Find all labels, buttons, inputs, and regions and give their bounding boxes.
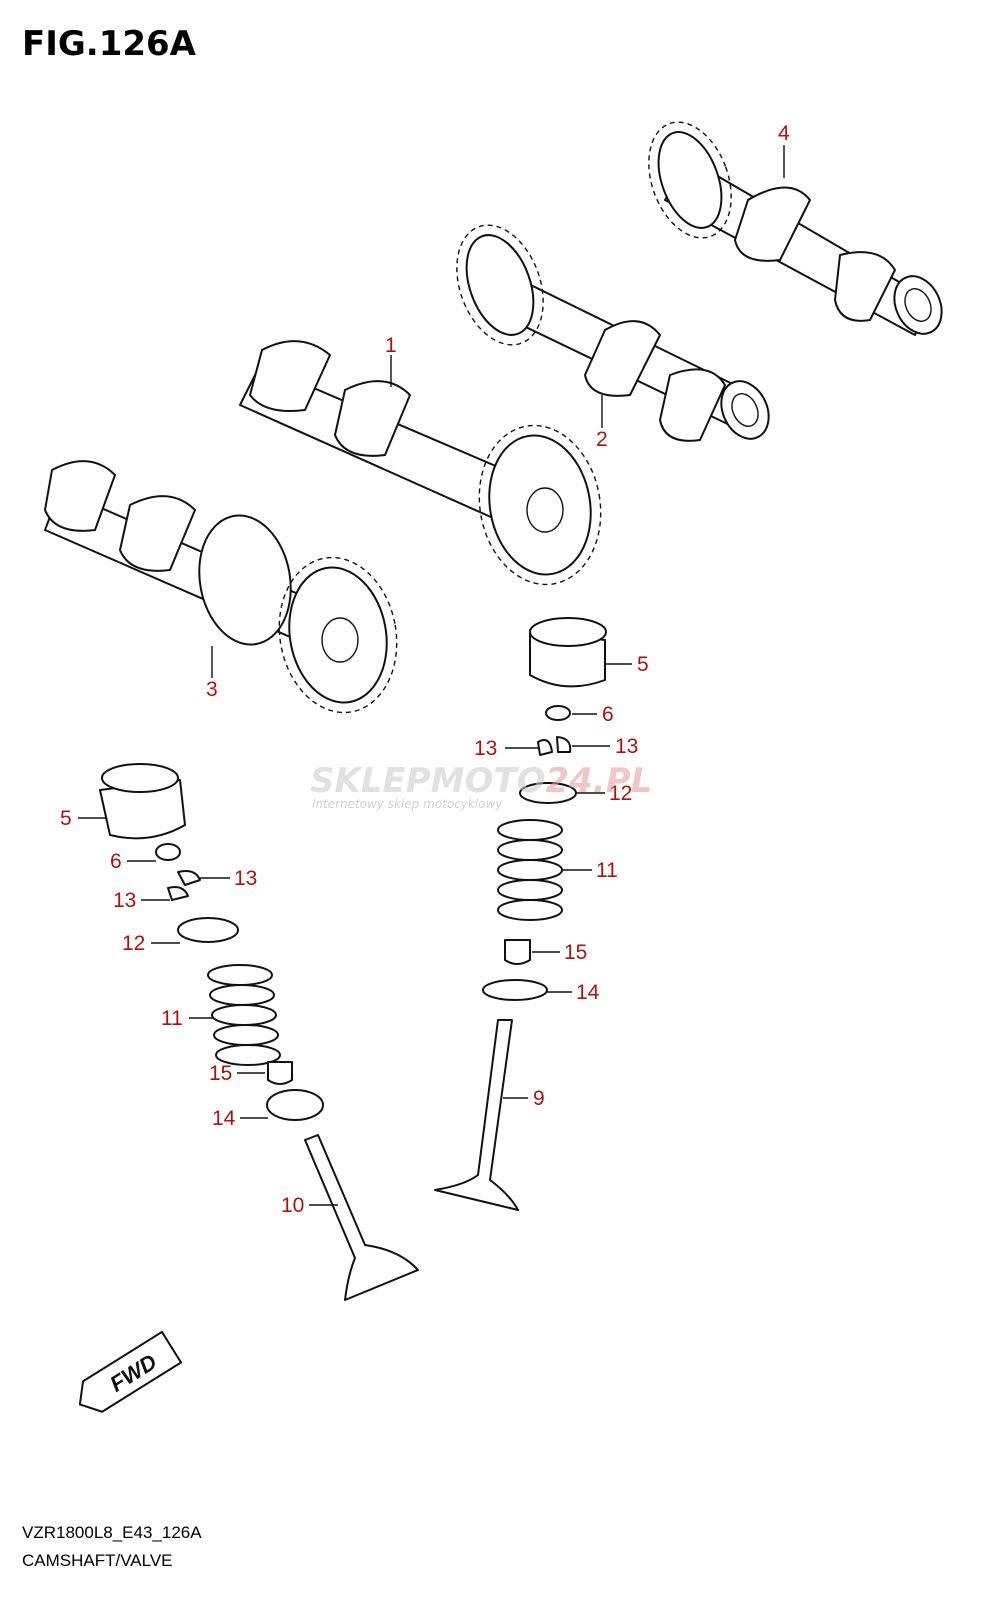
cotters-left[interactable] <box>167 870 201 901</box>
callout-intake-valve: 9 <box>533 1087 545 1110</box>
callout-camshaft-1: 1 <box>385 334 397 357</box>
callout-camshaft-4: 4 <box>778 122 790 145</box>
spring-left[interactable] <box>207 964 281 1066</box>
spring-seat-left[interactable] <box>266 1089 324 1121</box>
leader-lines <box>78 145 785 1206</box>
callout-tappet-right: 5 <box>637 653 649 676</box>
callout-tappet-left: 5 <box>60 807 72 830</box>
camshaft-1[interactable] <box>239 340 613 594</box>
watermark-tagline: internetowy sklep motocyklowy <box>312 797 503 811</box>
callout-camshaft-3: 3 <box>206 678 218 701</box>
callout-stem-seal-left: 15 <box>209 1062 232 1085</box>
callout-cotter-left-a: 13 <box>234 867 257 890</box>
callout-cotter-right-b: 13 <box>615 735 638 758</box>
stem-seal-right[interactable] <box>504 939 531 965</box>
tappet-left[interactable] <box>99 763 186 840</box>
tappet-right[interactable] <box>529 617 607 688</box>
watermark: SKLEPMOTO24.PL internetowy sklep motocyk… <box>310 761 652 811</box>
callout-retainer-right: 12 <box>609 782 632 805</box>
camshaft-4[interactable] <box>634 111 951 342</box>
callout-spring-seat-left: 14 <box>212 1107 236 1130</box>
cotters-right[interactable] <box>537 736 572 756</box>
callout-camshaft-2: 2 <box>596 428 608 451</box>
model-code: VZR1800L8_E43_126A <box>22 1523 202 1542</box>
callout-retainer-left: 12 <box>122 932 145 955</box>
watermark-brand-left: SKLEPMOTO <box>310 761 545 801</box>
shim-right[interactable] <box>545 705 571 721</box>
callout-shim-left: 6 <box>110 850 122 873</box>
callout-spring-left: 11 <box>161 1007 183 1030</box>
retainer-left[interactable] <box>177 917 239 943</box>
svg-text:SKLEPMOTO24.PL: SKLEPMOTO24.PL <box>310 761 652 801</box>
figure-title: FIG.126A <box>22 24 197 64</box>
callout-shim-right: 6 <box>602 703 614 726</box>
camshaft-3[interactable] <box>44 460 409 722</box>
stem-seal-left[interactable] <box>267 1061 293 1085</box>
spring-seat-right[interactable] <box>482 979 548 1001</box>
callout-cotter-right-a: 13 <box>474 737 497 760</box>
callout-exhaust-valve: 10 <box>281 1194 304 1217</box>
shim-left[interactable] <box>155 843 181 861</box>
spring-right[interactable] <box>497 819 563 921</box>
callout-spring-right: 11 <box>596 859 618 882</box>
intake-valve[interactable] <box>434 1019 519 1211</box>
camshaft-2[interactable] <box>441 213 777 446</box>
callout-stem-seal-right: 15 <box>564 941 587 964</box>
diagram-caption: CAMSHAFT/VALVE <box>22 1551 173 1570</box>
callout-cotter-left-b: 13 <box>113 889 136 912</box>
exhaust-valve[interactable] <box>304 1134 419 1301</box>
callout-spring-seat-right: 14 <box>576 981 600 1004</box>
watermark-brand-right: 24.PL <box>545 761 652 801</box>
fwd-arrow-icon: FWD <box>78 1330 183 1413</box>
